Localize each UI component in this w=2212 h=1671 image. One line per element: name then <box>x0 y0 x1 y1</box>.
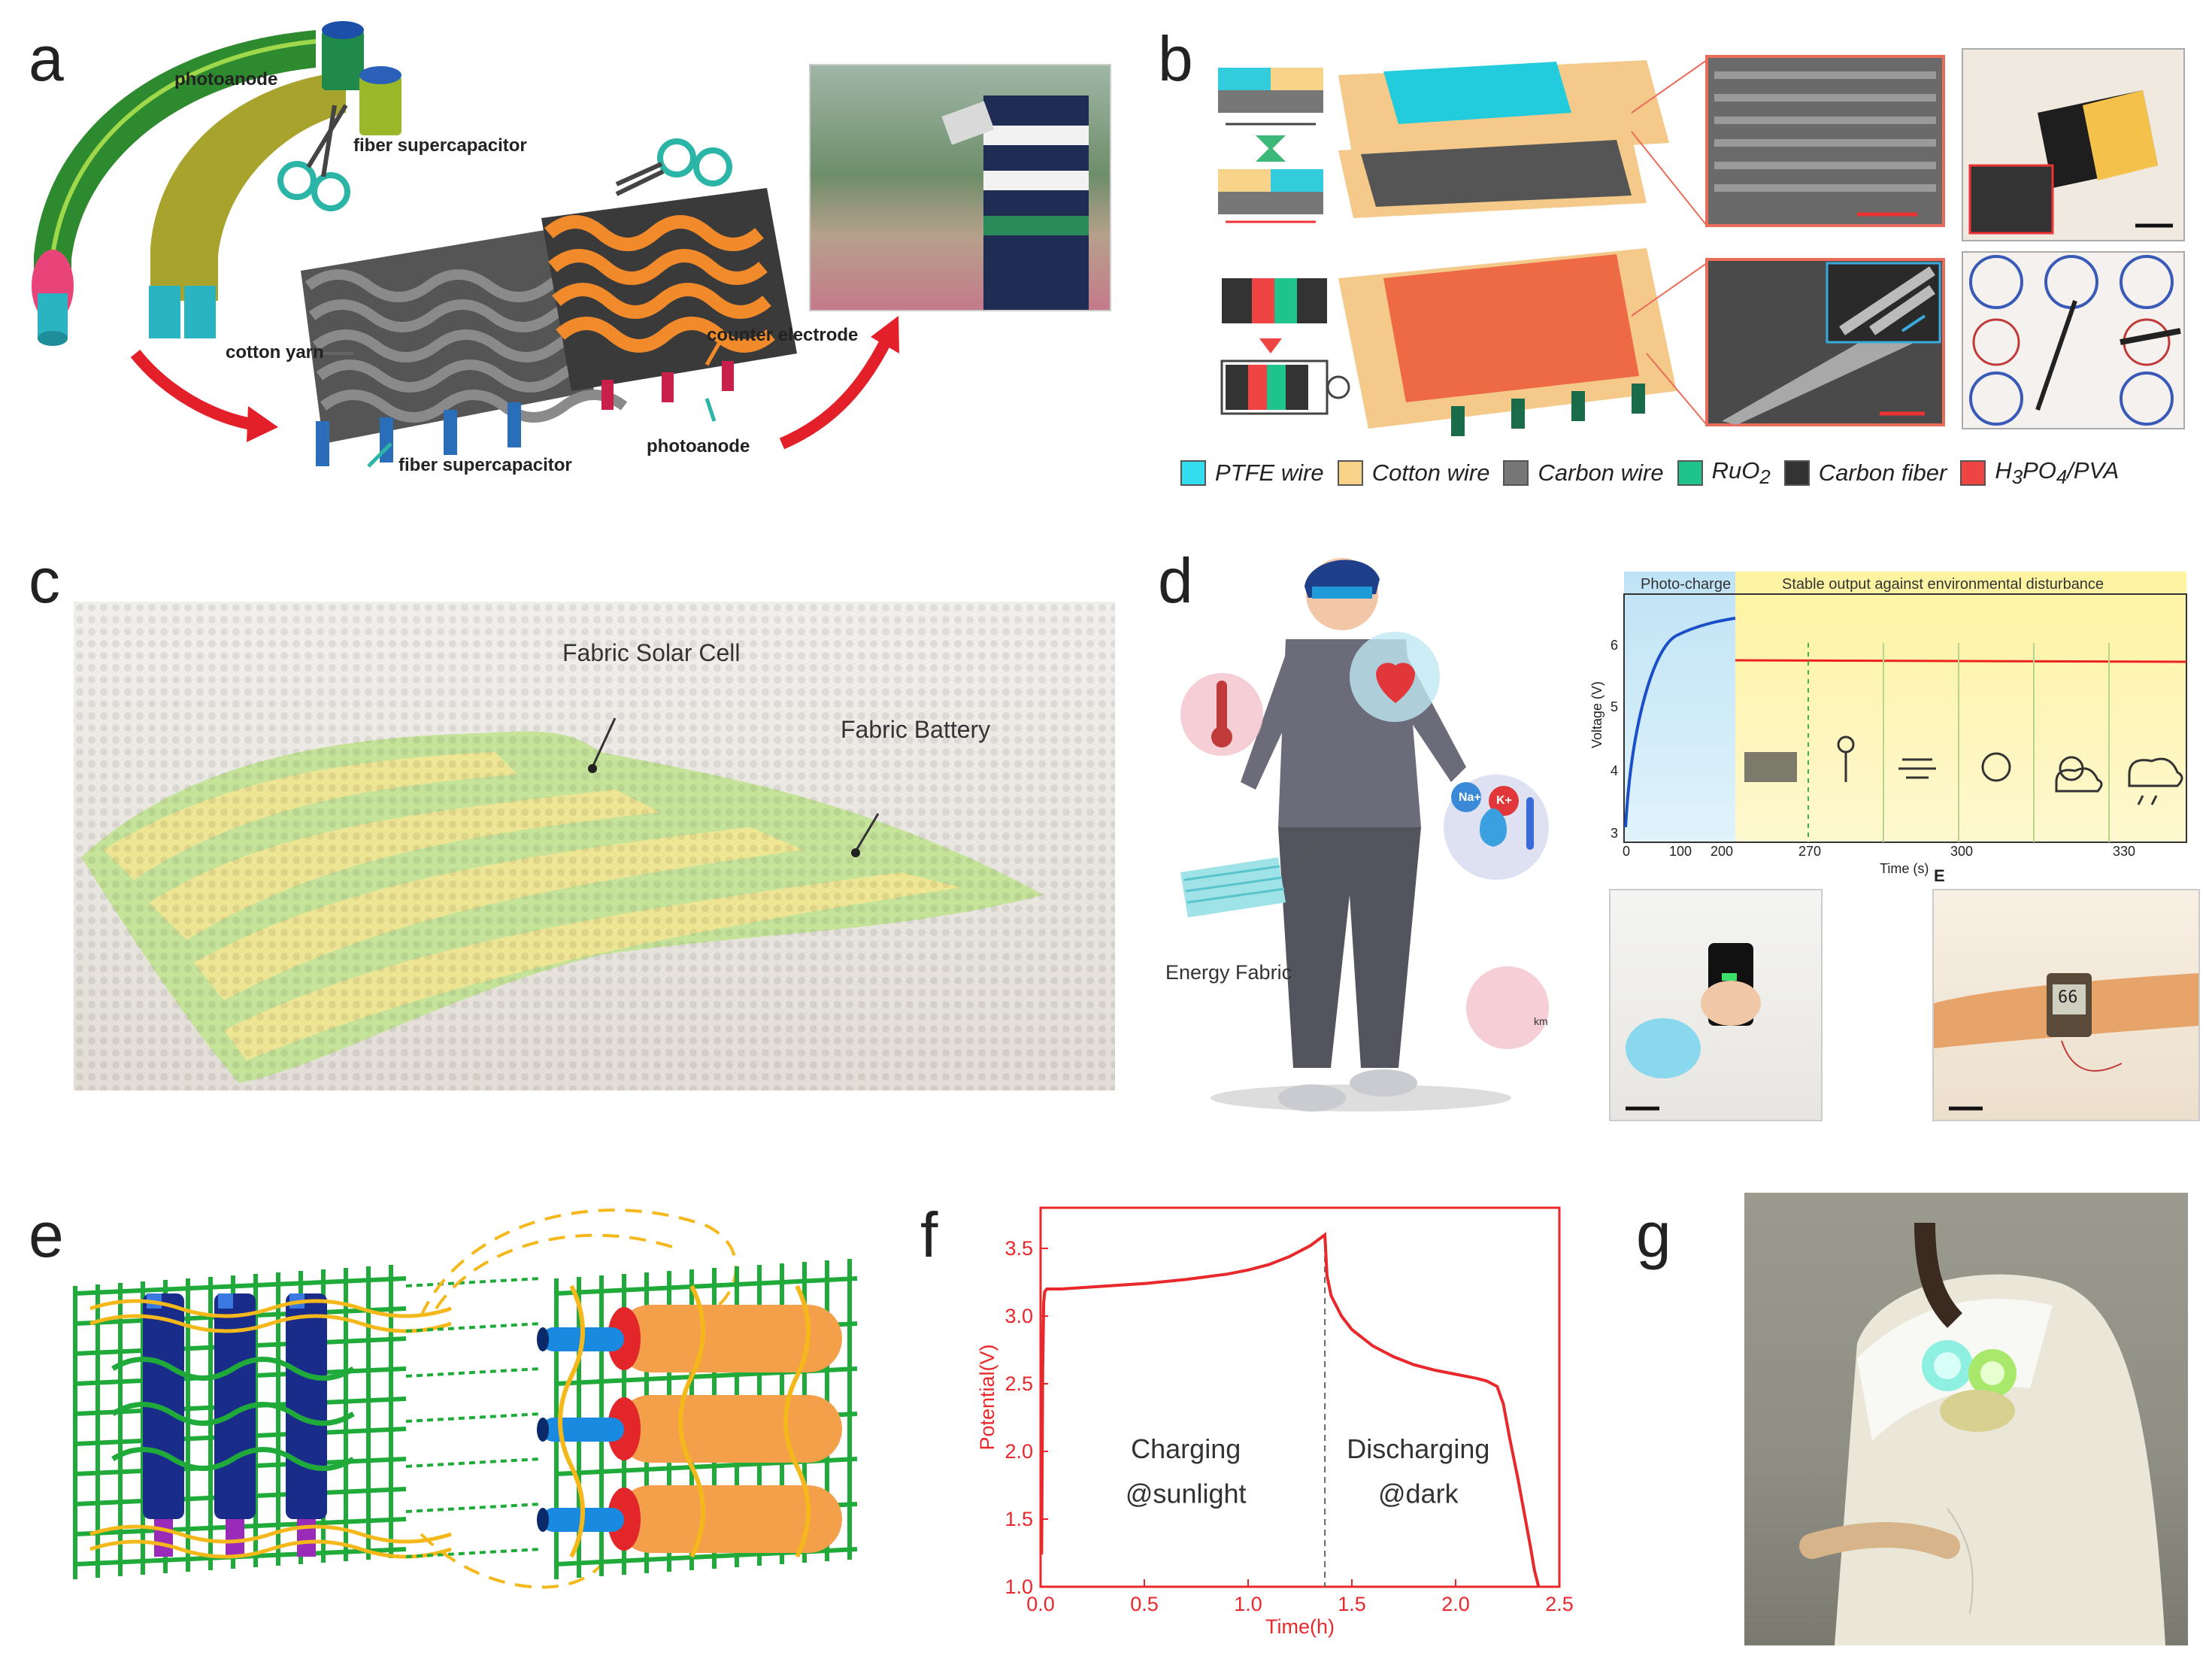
legend-swatch-carbon-fiber <box>1783 460 1810 487</box>
panel-label-a: a <box>29 23 64 94</box>
legend-label-electrolyte: H3PO4/PVA <box>1995 457 2120 489</box>
annotation-charging-line1: Charging <box>1131 1433 1241 1464</box>
legend-swatch-electrolyte <box>1960 460 1986 487</box>
panel-label-e: e <box>29 1199 64 1270</box>
photo-person-with-tablet <box>809 64 1111 311</box>
legend-label-ruo2: RuO2 <box>1711 457 1771 489</box>
chart-frame <box>1039 1206 1561 1588</box>
panel-a: a <box>0 0 1158 504</box>
panel-label-c: c <box>29 545 60 616</box>
annotation-discharging-line1: Discharging <box>1347 1433 1489 1464</box>
label-counter-electrode: counter electrode <box>707 325 859 345</box>
inset-ytick-3: 3 <box>1611 826 1619 841</box>
inset-xtick-0: 0 <box>1623 844 1631 859</box>
inset-xtick-300: 300 <box>1950 844 1974 859</box>
y-tick-label: 2.5 <box>1004 1372 1033 1395</box>
y-axis-label: Potential(V) <box>976 1344 998 1450</box>
panel-b: b <box>1150 0 2212 504</box>
inset-xtick-200: 200 <box>1711 844 1734 859</box>
photo-wrist-fabric-phone <box>1609 889 1823 1121</box>
inset-ytick-4: 4 <box>1611 763 1619 778</box>
inset-ytick-5: 5 <box>1611 699 1619 714</box>
legend-item-ruo2: RuO2 <box>1677 457 1771 489</box>
inset-stable-output-label: Stable output against environmental dist… <box>1782 576 2104 593</box>
woven-fiber-device-schematic <box>73 1209 858 1589</box>
legend-item-ptfe: PTFE wire <box>1180 459 1324 487</box>
potential-series-line <box>1040 1232 1541 1588</box>
woven-device-illustrations <box>1218 48 2185 436</box>
inset-ylabel: Voltage (V) <box>1589 681 1605 749</box>
inset-ytick-6: 6 <box>1611 638 1619 653</box>
x-tick-label: 1.0 <box>1234 1593 1262 1615</box>
inset-xtick-100: 100 <box>1669 844 1692 859</box>
y-tick-label: 1.5 <box>1004 1508 1033 1530</box>
legend-item-carbon-wire: Carbon wire <box>1503 459 1664 487</box>
inset-photo-charge-label: Photo-charge <box>1641 576 1732 593</box>
annotation-discharging-line2: @dark <box>1378 1478 1459 1509</box>
panel-label-d: d <box>1158 545 1193 616</box>
legend-label-carbon-wire: Carbon wire <box>1538 459 1664 487</box>
label-fiber-supercapacitor-top: fiber supercapacitor <box>353 135 527 156</box>
legend-label-cotton: Cotton wire <box>1371 459 1490 487</box>
runner-energy-fabric-illustration <box>1180 558 1549 1111</box>
fabric-solar-battery-illustration <box>74 602 1115 1090</box>
annotation-charging-line2: @sunlight <box>1126 1478 1247 1509</box>
label-energy-fabric: Energy Fabric <box>1165 961 1292 984</box>
x-axis-label: Time(h) <box>1265 1615 1335 1638</box>
label-cotton-yarn: cotton yarn <box>226 342 324 362</box>
y-tick-label: 1.0 <box>1004 1575 1033 1598</box>
potential-time-chart: 0.0 0.5 1.0 1.5 2.0 2.5 1.0 1.5 2.0 2.5 3.0 3.5Time… <box>976 1206 1574 1638</box>
panel-g: g <box>1609 1173 2210 1654</box>
legend-swatch-ruo2 <box>1677 460 1703 487</box>
legend-item-carbon-fiber: Carbon fiber <box>1783 459 1947 487</box>
x-tick-label: 1.5 <box>1338 1593 1366 1615</box>
label-fiber-supercapacitor-bottom: fiber supercapacitor <box>398 455 572 475</box>
inset-xlabel: Time (s) <box>1880 861 1929 876</box>
panel-c: c Fabric Solar Cell Fabric Battery <box>0 541 1128 1113</box>
x-tick-label: 0.5 <box>1130 1593 1159 1615</box>
inset-xtick-330: 330 <box>2113 844 2136 859</box>
label-photoanode-top: photoanode <box>174 69 278 89</box>
inset-voltage-chart: Photo-charge Stable output against envir… <box>1586 572 2203 880</box>
panel-label-b: b <box>1158 23 1193 94</box>
label-fabric-solar-cell: Fabric Solar Cell <box>562 639 741 666</box>
panel-b-legend: PTFE wire Cotton wire Carbon wire RuO2 C… <box>1180 457 2119 489</box>
legend-swatch-cotton <box>1337 460 1363 487</box>
label-na: Na+ <box>1459 791 1481 804</box>
legend-swatch-ptfe <box>1180 460 1206 487</box>
legend-swatch-carbon-wire <box>1503 460 1529 487</box>
watch-display: 66 <box>2058 988 2078 1007</box>
label-photoanode-bottom: photoanode <box>647 436 750 456</box>
inset-chart-svg <box>1623 593 2187 843</box>
y-tick-label: 2.0 <box>1004 1440 1033 1463</box>
fiber-illustration <box>32 21 899 468</box>
label-e-inset: E <box>1934 866 1945 885</box>
y-tick-label: 3.5 <box>1004 1237 1033 1260</box>
x-tick-label: 2.5 <box>1545 1593 1574 1615</box>
x-tick-label: 2.0 <box>1441 1593 1470 1615</box>
label-k: K+ <box>1496 794 1512 807</box>
label-fabric-battery: Fabric Battery <box>841 716 991 743</box>
legend-label-carbon-fiber: Carbon fiber <box>1818 459 1947 487</box>
legend-item-cotton: Cotton wire <box>1337 459 1490 487</box>
legend-item-electrolyte: H3PO4/PVA <box>1960 457 2119 489</box>
fabric-render-background <box>74 602 1115 1090</box>
panel-e: e <box>0 1173 872 1639</box>
legend-label-ptfe: PTFE wire <box>1215 459 1324 487</box>
panel-label-f: f <box>920 1199 938 1270</box>
panel-d: d Energy Fabric Na+ K+ km <box>1150 541 2212 1128</box>
inset-stable-region <box>1735 572 2186 842</box>
photo-wrist-watch: 66 <box>1932 889 2200 1121</box>
panel-label-g: g <box>1636 1199 1671 1270</box>
photo-woman-glowing-brooch <box>1744 1193 2188 1645</box>
inset-xtick-270: 270 <box>1798 844 1822 859</box>
x-tick-label: 0.0 <box>1026 1593 1055 1615</box>
y-tick-label: 3.0 <box>1004 1305 1033 1327</box>
label-km: km <box>1534 1015 1548 1027</box>
